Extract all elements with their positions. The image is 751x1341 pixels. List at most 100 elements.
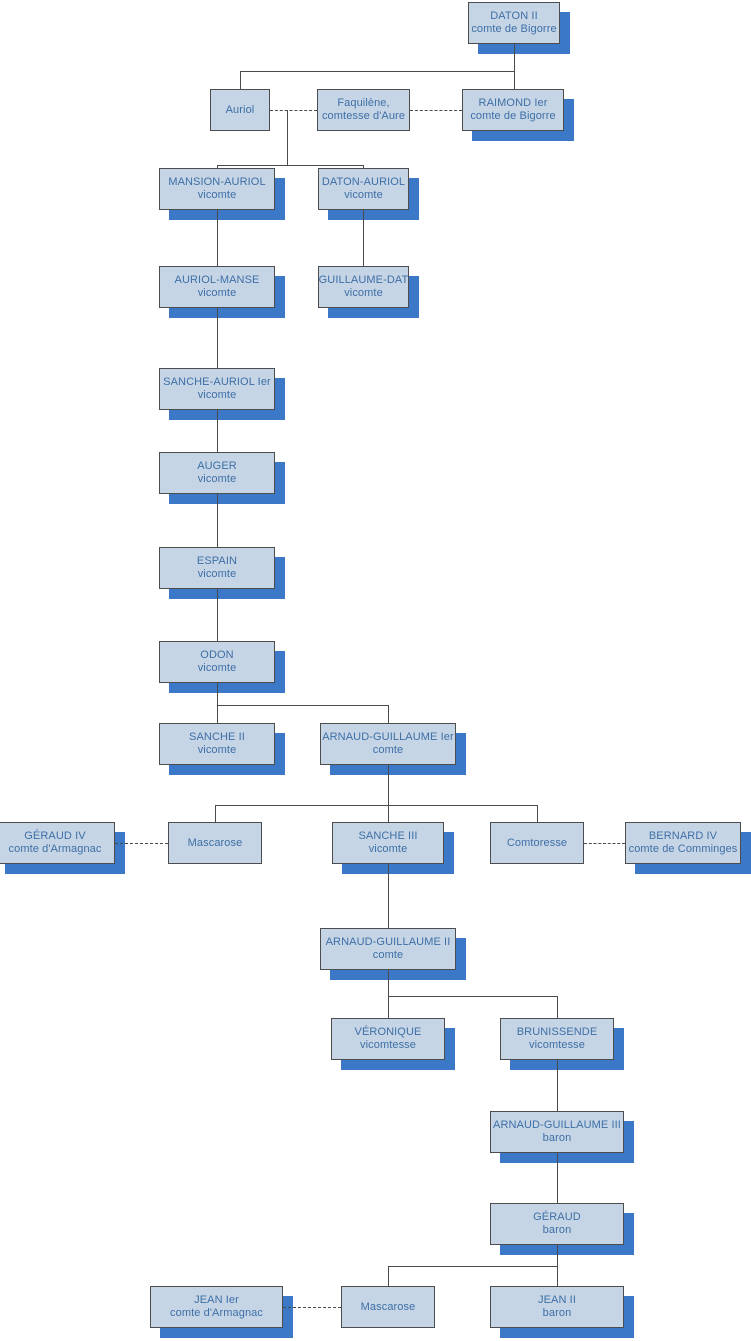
connector-sanche3-ag2 <box>388 864 389 928</box>
marriage-link-auriol-faquilene <box>270 110 317 111</box>
connector-auriol-marr-down <box>287 110 288 165</box>
person-title: vicomte <box>197 473 237 485</box>
person-name: ARNAUD-GUILLAUME Ier <box>322 731 454 743</box>
person-title: vicomte <box>344 189 383 201</box>
person-node-auriol[interactable]: Auriol <box>210 89 270 131</box>
connector-to-mansion <box>217 165 218 168</box>
person-title: comte de Bigorre <box>470 110 556 122</box>
person-name: JEAN Ier <box>194 1294 239 1306</box>
person-title: comte d'Armagnac <box>170 1307 263 1319</box>
person-name: DATON-AURIOL <box>321 176 406 188</box>
connector-geraud-children <box>388 1266 558 1267</box>
person-name: SANCHE-AURIOL Ier <box>163 376 271 388</box>
person-title: comtesse d'Aure <box>321 110 406 122</box>
connector-to-masca1 <box>215 805 216 822</box>
person-name: Comtoresse <box>506 836 568 849</box>
connector-to-datonau <box>363 165 364 168</box>
person-title: vicomtesse <box>528 1039 586 1051</box>
person-name: BRUNISSENDE <box>516 1026 598 1038</box>
person-title: comte <box>372 949 404 961</box>
person-name: SANCHE III <box>358 830 418 842</box>
connector-to-masca2 <box>388 1266 389 1286</box>
person-name: BERNARD IV <box>648 830 718 842</box>
person-node-masca2[interactable]: Mascarose <box>341 1286 435 1328</box>
person-name: ARNAUD-GUILLAUME II <box>325 936 451 948</box>
person-title: vicomte <box>368 843 408 855</box>
connector-auriolm-sancheau <box>217 308 218 368</box>
person-title: vicomte <box>197 744 237 756</box>
person-title: baron <box>542 1132 572 1144</box>
connector-to-comtor <box>537 805 538 822</box>
connector-mansion-auriolm <box>217 210 218 266</box>
connector-ag2-down <box>388 970 389 1018</box>
person-name: ESPAIN <box>196 555 238 567</box>
connector-auger-espain <box>217 494 218 547</box>
connector-brunis-ag3 <box>557 1060 558 1111</box>
person-node-masca1[interactable]: Mascarose <box>168 822 262 864</box>
marriage-link-geraud4-masca1 <box>115 843 168 844</box>
connector-ag1-down <box>388 765 389 822</box>
connector-odon-children <box>217 705 388 706</box>
person-name: SANCHE II <box>189 731 245 743</box>
person-title: baron <box>542 1307 572 1319</box>
connector-to-ag1 <box>388 705 389 723</box>
person-title: baron <box>542 1224 572 1236</box>
connector-daton2-down <box>514 44 515 89</box>
person-name: JEAN II <box>538 1294 576 1306</box>
person-title: comte <box>372 744 404 756</box>
connector-geraud-down <box>557 1245 558 1286</box>
person-title: comte d'Armagnac <box>8 843 102 855</box>
person-name: AURIOL-MANSE <box>174 274 260 286</box>
connector-ag3-geraud <box>557 1153 558 1203</box>
connector-daton2-bus <box>240 71 514 72</box>
person-name: GUILLAUME-DAT <box>318 274 409 286</box>
connector-bus-to-auriol <box>240 71 241 89</box>
person-title: vicomtesse <box>359 1039 417 1051</box>
person-title: vicomte <box>197 189 237 201</box>
person-name: RAIMOND Ier <box>478 97 548 109</box>
person-name: Mascarose <box>360 1300 416 1313</box>
connector-espain-odon <box>217 589 218 641</box>
connector-auriol-children <box>217 165 364 166</box>
person-node-faquilene[interactable]: Faquilène,comtesse d'Aure <box>317 89 410 131</box>
person-name: Auriol <box>225 103 255 116</box>
person-name: GÉRAUD <box>533 1211 581 1223</box>
person-title: vicomte <box>344 287 383 299</box>
person-title: comte de Bigorre <box>471 23 557 35</box>
marriage-link-jean1-masca2 <box>283 1307 341 1308</box>
connector-odon-down <box>217 683 218 723</box>
connector-ag1-children <box>215 805 537 806</box>
person-name: ARNAUD-GUILLAUME III <box>493 1119 621 1131</box>
person-title: vicomte <box>197 568 237 580</box>
connector-to-brunis <box>557 996 558 1018</box>
person-name: AUGER <box>197 460 237 472</box>
person-name: GÉRAUD IV <box>24 830 86 842</box>
person-node-comtor[interactable]: Comtoresse <box>490 822 584 864</box>
person-title: vicomte <box>197 662 237 674</box>
marriage-link-comtor-bernard4 <box>584 843 625 844</box>
person-name: Faquilène, <box>337 97 390 109</box>
marriage-link-faquilene-raimond <box>410 110 462 111</box>
